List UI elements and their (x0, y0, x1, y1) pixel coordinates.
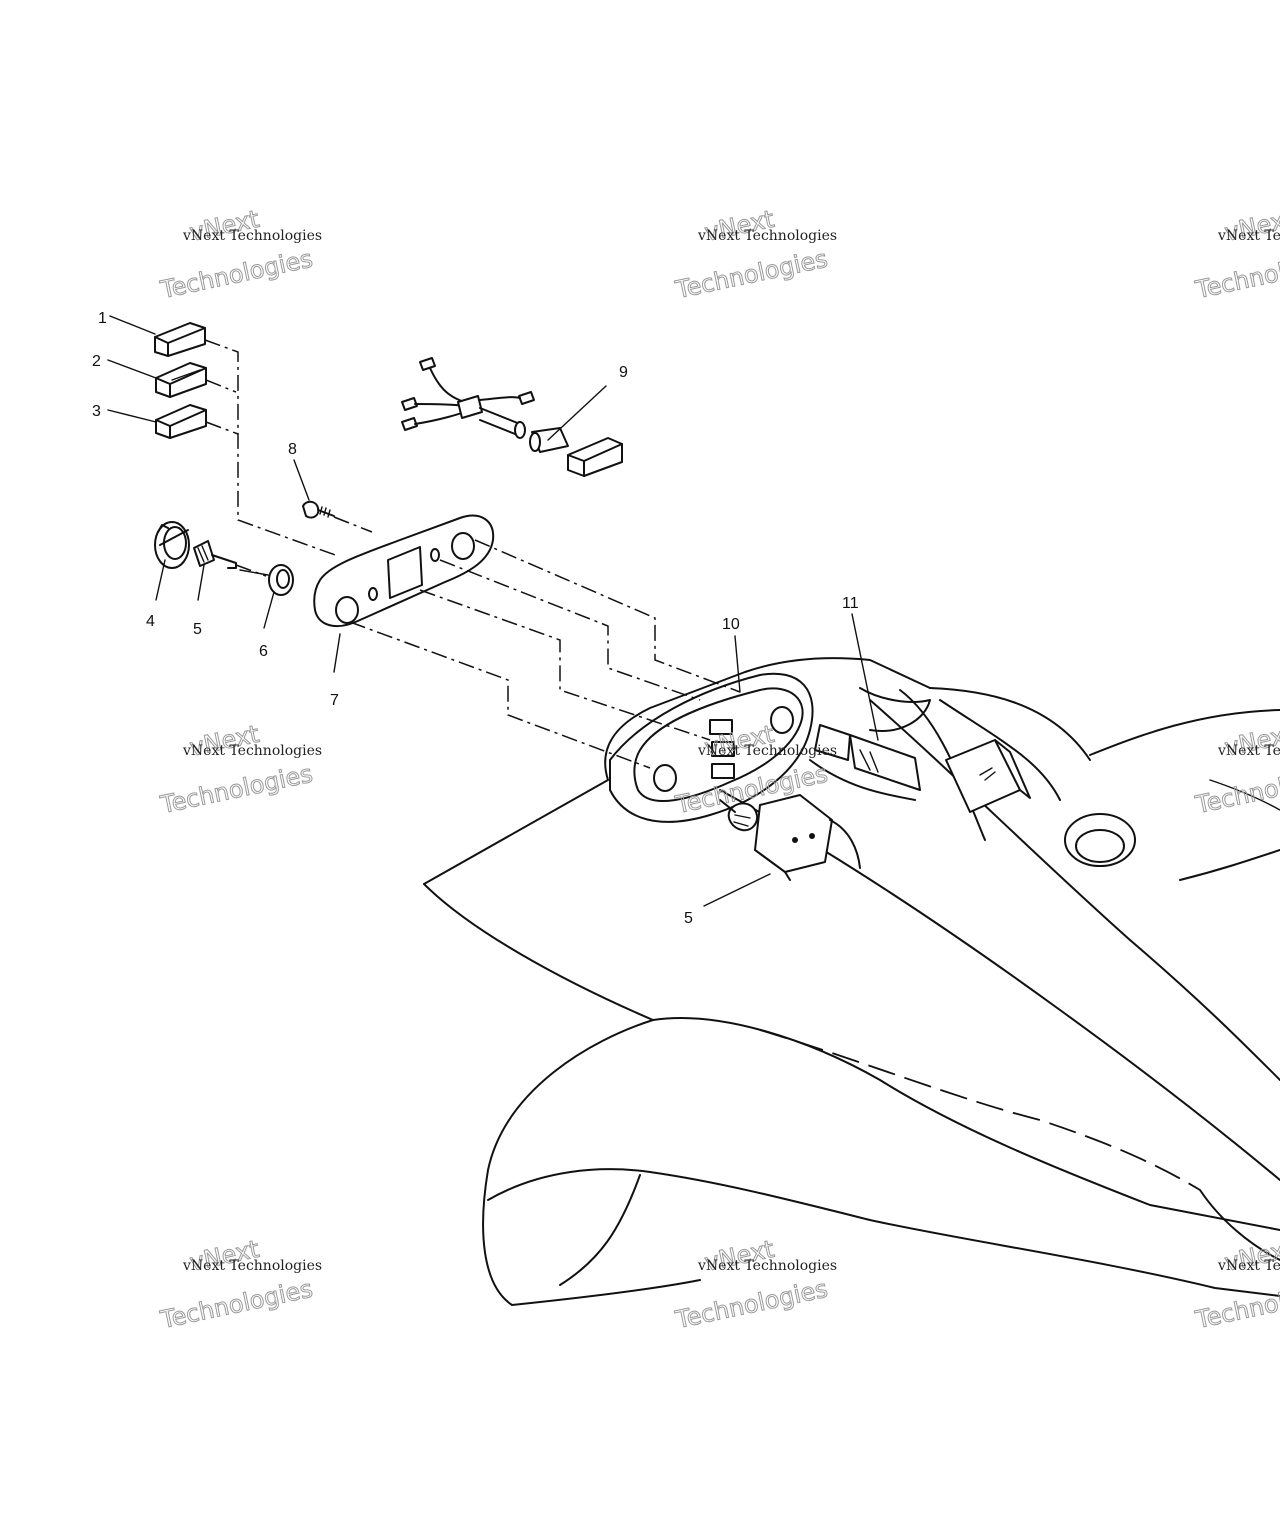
watermark-big-2: Technologies (1192, 760, 1280, 820)
callout-2: 2 (92, 353, 101, 370)
part-4-ignition-bezel (154, 521, 190, 569)
part-5-key (193, 540, 237, 569)
watermark-big-2: Technologies (1192, 1275, 1280, 1335)
callout-3: 3 (92, 403, 101, 420)
watermark-small: vNext Technologies (1217, 228, 1280, 244)
hood-body (423, 657, 1280, 1306)
watermark-8: vNext vNext Technologies Technologies (672, 1234, 837, 1335)
watermark-small: vNext Technologies (1217, 1258, 1280, 1274)
part-6-nut (239, 564, 294, 596)
watermark-big-2: Technologies (672, 1275, 830, 1335)
watermark-big-2: Technologies (157, 1275, 315, 1335)
callout-6: 6 (259, 643, 268, 660)
part-1-switch (154, 322, 206, 357)
watermark-6: vNext vNext Technologies Technologies (1192, 719, 1280, 820)
watermark-big-2: Technologies (157, 245, 315, 305)
watermark-small: vNext Technologies (1217, 743, 1280, 759)
assembly-guides (204, 339, 741, 769)
part-3-switch (155, 404, 207, 439)
callout-9: 9 (619, 364, 628, 381)
part-2-switch (155, 362, 207, 398)
watermark-1: vNext vNext Technologies Technologies (157, 204, 322, 305)
callout-5-key: 5 (193, 621, 202, 638)
part-5-switch-lower (719, 794, 861, 881)
callout-10: 10 (722, 616, 740, 633)
watermark-9: vNext vNext Technologies Technologies (1192, 1234, 1280, 1335)
switch-plate-mounted (633, 687, 804, 802)
watermark-3: vNext vNext Technologies Technologies (1192, 204, 1280, 305)
callout-1: 1 (98, 310, 107, 327)
part-11-connector (809, 724, 921, 801)
watermark-big-2: Technologies (672, 245, 830, 305)
part-8-screw (302, 500, 335, 519)
watermark-4: vNext vNext Technologies Technologies (157, 719, 322, 820)
callout-7: 7 (330, 692, 339, 709)
callout-4: 4 (146, 613, 155, 630)
watermark-big-2: Technologies (1192, 245, 1280, 305)
watermark-small: vNext Technologies (697, 1258, 837, 1274)
watermark-small: vNext Technologies (182, 743, 322, 759)
watermark-big-2: Technologies (157, 760, 315, 820)
watermark-small: vNext Technologies (697, 743, 837, 759)
part-9-harness (401, 357, 623, 477)
watermark-small: vNext Technologies (697, 228, 837, 244)
watermark-7: vNext vNext Technologies Technologies (157, 1234, 322, 1335)
part-7-plate (313, 514, 495, 628)
callout-11: 11 (842, 595, 859, 612)
watermark-small: vNext Technologies (182, 228, 322, 244)
callout-5-switch: 5 (684, 910, 693, 927)
callout-labels: 1 2 3 8 9 4 5 6 7 10 11 5 (92, 310, 859, 927)
watermark-small: vNext Technologies (182, 1258, 322, 1274)
callout-8: 8 (288, 441, 297, 458)
watermark-2: vNext vNext Technologies Technologies (672, 204, 837, 305)
leader-lines (107, 315, 879, 907)
